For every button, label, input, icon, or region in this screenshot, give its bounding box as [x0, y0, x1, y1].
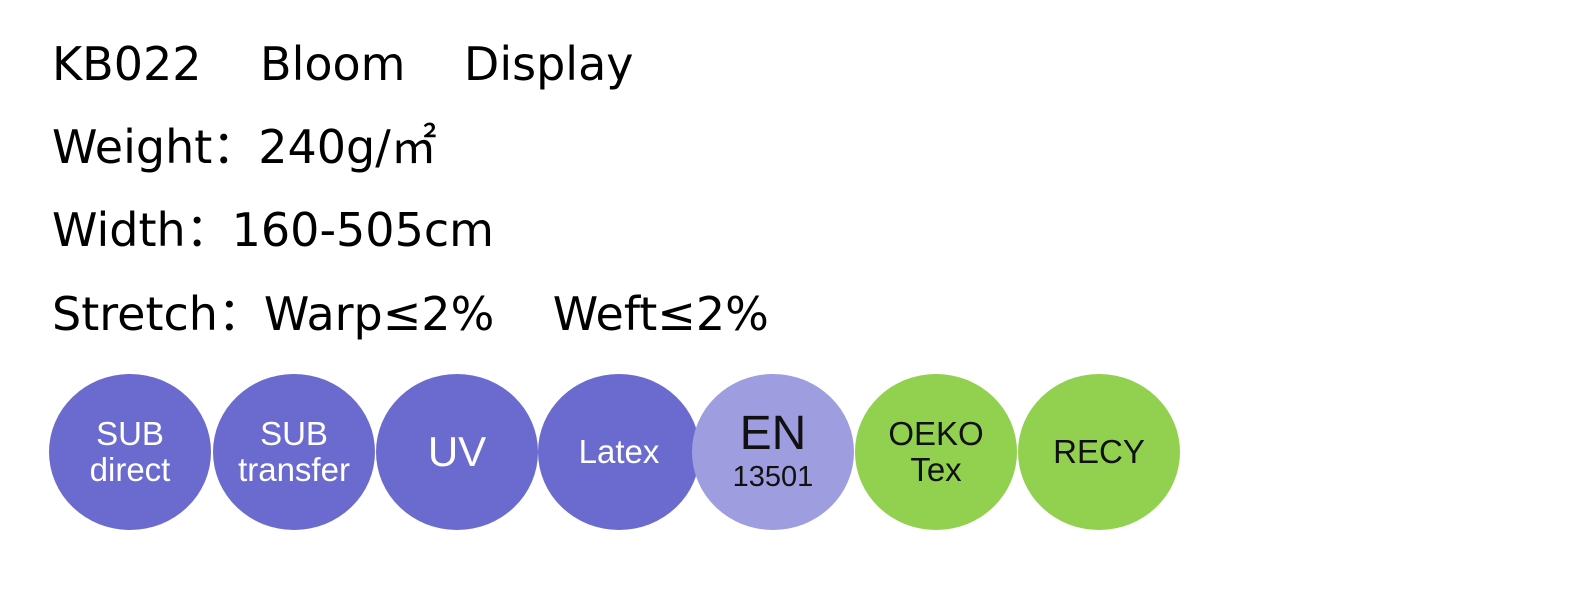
badge-line2: 13501 — [732, 461, 814, 494]
badge-latex: Latex — [538, 374, 700, 530]
stretch-spec: Stretch：Warp≤2% Weft≤2% — [52, 287, 769, 341]
badge-line1: UV — [427, 427, 487, 475]
badge-sub-direct: SUB direct — [49, 374, 211, 530]
badge-recy: RECY — [1018, 374, 1180, 530]
badge-en-13501: EN 13501 — [692, 374, 854, 530]
product-title: KB022 Bloom Display — [52, 37, 634, 91]
certification-badges: SUB direct SUB transfer UV Latex EN 1350… — [49, 374, 1184, 530]
badge-line2: transfer — [238, 451, 350, 488]
badge-oeko-tex: OEKO Tex — [855, 374, 1017, 530]
badge-line1: SUB — [260, 414, 328, 452]
badge-line1: EN — [739, 407, 807, 461]
badge-line2: direct — [89, 451, 171, 488]
badge-uv: UV — [376, 374, 538, 530]
badge-sub-transfer: SUB transfer — [213, 374, 375, 530]
badge-line1: OEKO — [888, 414, 984, 452]
badge-line2: Tex — [910, 451, 962, 488]
badge-line1: RECY — [1053, 432, 1145, 470]
badge-line1: Latex — [578, 432, 660, 470]
badge-line1: SUB — [96, 414, 164, 452]
weight-spec: Weight：240g/㎡ — [52, 120, 437, 174]
width-spec: Width：160-505cm — [52, 203, 494, 257]
